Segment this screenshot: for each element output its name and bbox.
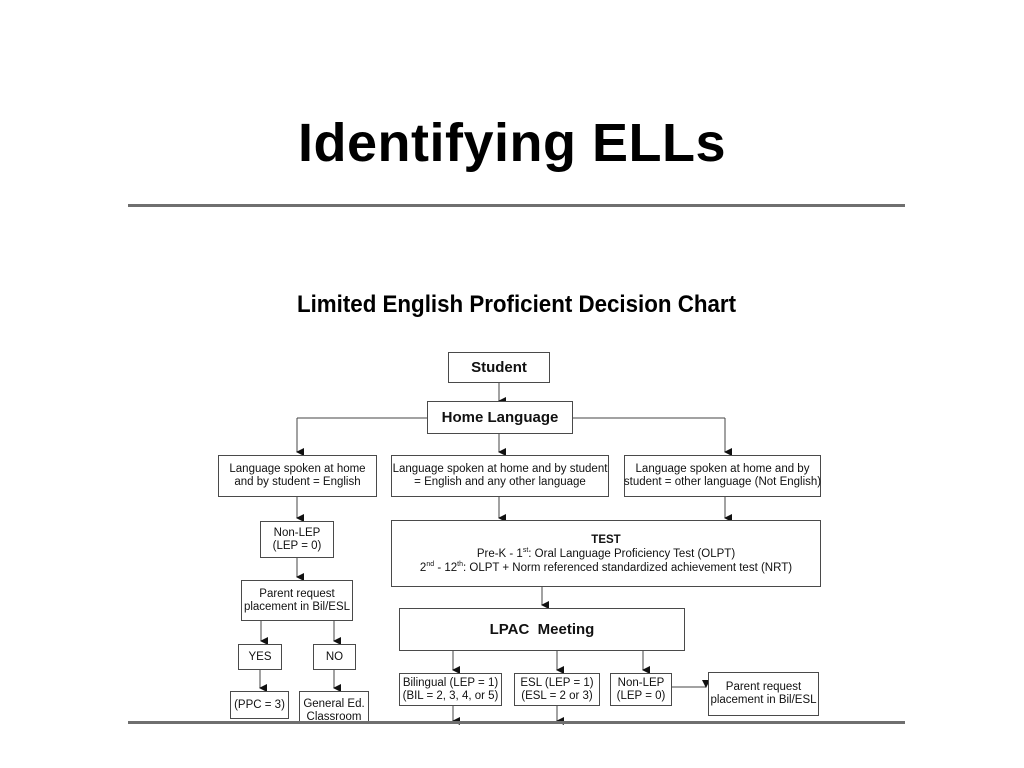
bottom-divider [128, 721, 905, 724]
non-lep-right-line2: (LEP = 0) [616, 689, 666, 702]
ppc-node: (PPC = 3) [230, 691, 289, 719]
non-lep-right-line1: Non-LEP [617, 676, 665, 689]
non-lep-left-line2: (LEP = 0) [272, 539, 322, 552]
other-language-line2: student = other language (Not English) [623, 476, 822, 488]
english-and-other-line1: Language spoken at home and by student [392, 463, 608, 475]
no-node: NO [313, 644, 356, 670]
english-only-line1: Language spoken at home [229, 463, 366, 475]
title-divider [128, 204, 905, 207]
esl-line2: (ESL = 2 or 3) [521, 689, 593, 702]
non-lep-left-line1: Non-LEP [273, 526, 321, 539]
test-title: TEST [591, 533, 621, 546]
parent-request-left-node: Parent request placement in Bil/ESL [241, 580, 353, 621]
home-language-node: Home Language [427, 401, 573, 434]
parent-request-right-node: Parent request placement in Bil/ESL [708, 672, 819, 716]
english-only-node: Language spoken at home and by student =… [218, 455, 377, 497]
student-node: Student [448, 352, 550, 383]
non-lep-left-node: Non-LEP (LEP = 0) [260, 521, 334, 558]
esl-line1: ESL (LEP = 1) [520, 676, 594, 689]
test-line1: Pre-K - 1st: Oral Language Proficiency T… [476, 546, 736, 560]
non-lep-right-node: Non-LEP (LEP = 0) [610, 673, 672, 706]
parent-request-left-line1: Parent request [259, 587, 335, 600]
esl-node: ESL (LEP = 1) (ESL = 2 or 3) [514, 673, 600, 706]
other-language-node: Language spoken at home and by student =… [624, 455, 821, 497]
parent-request-right-line2: placement in Bil/ESL [710, 694, 817, 706]
bilingual-node: Bilingual (LEP = 1) (BIL = 2, 3, 4, or 5… [399, 673, 502, 706]
test-node: TEST Pre-K - 1st: Oral Language Proficie… [391, 520, 821, 587]
bilingual-line1: Bilingual (LEP = 1) [402, 676, 499, 689]
test-line2: 2nd - 12th: OLPT + Norm referenced stand… [419, 560, 793, 574]
lpac-meeting-node: LPAC Meeting [399, 608, 685, 651]
bilingual-line2: (BIL = 2, 3, 4, or 5) [402, 689, 499, 702]
chart-heading: Limited English Proficient Decision Char… [296, 291, 737, 318]
general-ed-node: General Ed. Classroom [299, 691, 369, 721]
slide-title: Identifying ELLs [297, 113, 726, 173]
chart-bottom-clip: (PPC = 3) General Ed. Classroom Bilingua… [128, 300, 905, 721]
english-and-other-node: Language spoken at home and by student =… [391, 455, 609, 497]
english-only-line2: and by student = English [234, 476, 361, 488]
parent-request-right-line1: Parent request [725, 681, 802, 693]
general-ed-line1: General Ed. [303, 698, 365, 710]
general-ed-line2: Classroom [306, 711, 362, 721]
parent-request-left-line2: placement in Bil/ESL [243, 600, 351, 613]
english-and-other-line2: = English and any other language [414, 476, 586, 488]
other-language-line1: Language spoken at home and by [635, 463, 810, 475]
yes-node: YES [238, 644, 282, 670]
